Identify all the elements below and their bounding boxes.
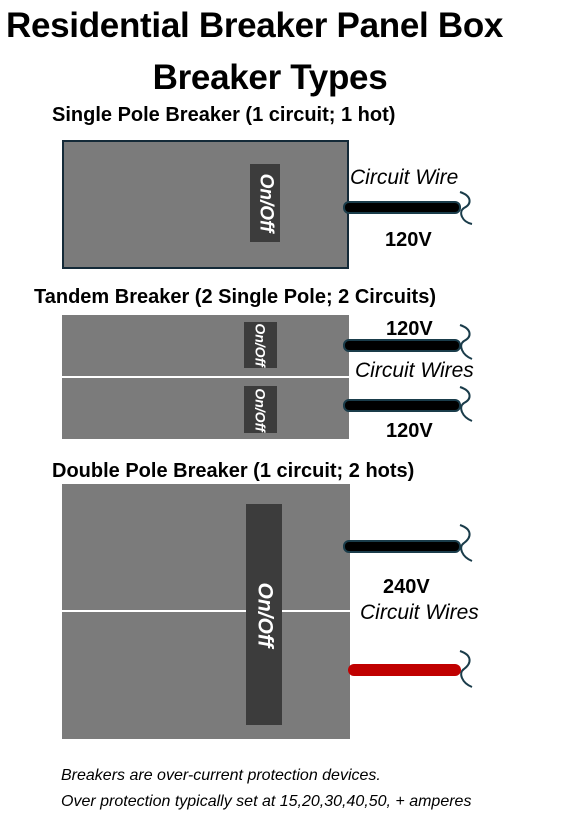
- note-line-2: Over protection typically set at 15,20,3…: [61, 793, 472, 810]
- double-pole-black-wire-tail-icon: [459, 524, 473, 562]
- tandem-bottom-switch[interactable]: On/Off: [244, 386, 277, 433]
- tandem-top-switch-label: On/Off: [252, 323, 269, 367]
- single-pole-switch[interactable]: On/Off: [250, 164, 280, 242]
- double-pole-red-wire-tail-icon: [459, 650, 473, 688]
- double-pole-divider: [62, 610, 350, 612]
- tandem-breaker: On/Off On/Off: [62, 315, 349, 439]
- double-pole-black-wire: [343, 540, 461, 553]
- tandem-wire-label: Circuit Wires: [355, 359, 474, 382]
- title-line-2: Breaker Types: [152, 58, 388, 97]
- tandem-top-switch[interactable]: On/Off: [244, 322, 277, 368]
- tandem-heading: Tandem Breaker (2 Single Pole; 2 Circuit…: [34, 286, 436, 308]
- double-pole-heading: Double Pole Breaker (1 circuit; 2 hots): [52, 460, 415, 482]
- double-pole-red-wire: [348, 664, 461, 676]
- double-pole-switch[interactable]: On/Off: [246, 504, 282, 725]
- tandem-top-voltage: 120V: [386, 318, 433, 340]
- single-pole-wire: [343, 201, 461, 214]
- tandem-top-wire-tail-icon: [459, 324, 473, 360]
- note-line-1: Breakers are over-current protection dev…: [61, 767, 381, 784]
- double-pole-switch-label: On/Off: [253, 582, 277, 647]
- double-pole-voltage: 240V: [383, 576, 430, 598]
- tandem-top-wire: [343, 339, 461, 352]
- single-pole-switch-label: On/Off: [255, 173, 277, 233]
- double-pole-breaker: On/Off: [62, 484, 350, 739]
- tandem-bottom-voltage: 120V: [386, 420, 433, 442]
- single-pole-heading: Single Pole Breaker (1 circuit; 1 hot): [52, 104, 396, 126]
- title-line-1: Residential Breaker Panel Box: [6, 6, 504, 45]
- single-pole-wire-label: Circuit Wire: [350, 166, 459, 189]
- single-pole-voltage: 120V: [385, 229, 432, 251]
- tandem-bottom-switch-label: On/Off: [252, 387, 269, 432]
- tandem-divider: [62, 376, 349, 378]
- tandem-bottom-wire: [343, 399, 461, 412]
- tandem-bottom-wire-tail-icon: [459, 386, 473, 422]
- single-pole-wire-tail-icon: [459, 191, 473, 225]
- double-pole-wire-label: Circuit Wires: [360, 601, 479, 624]
- single-pole-breaker: On/Off: [62, 140, 349, 269]
